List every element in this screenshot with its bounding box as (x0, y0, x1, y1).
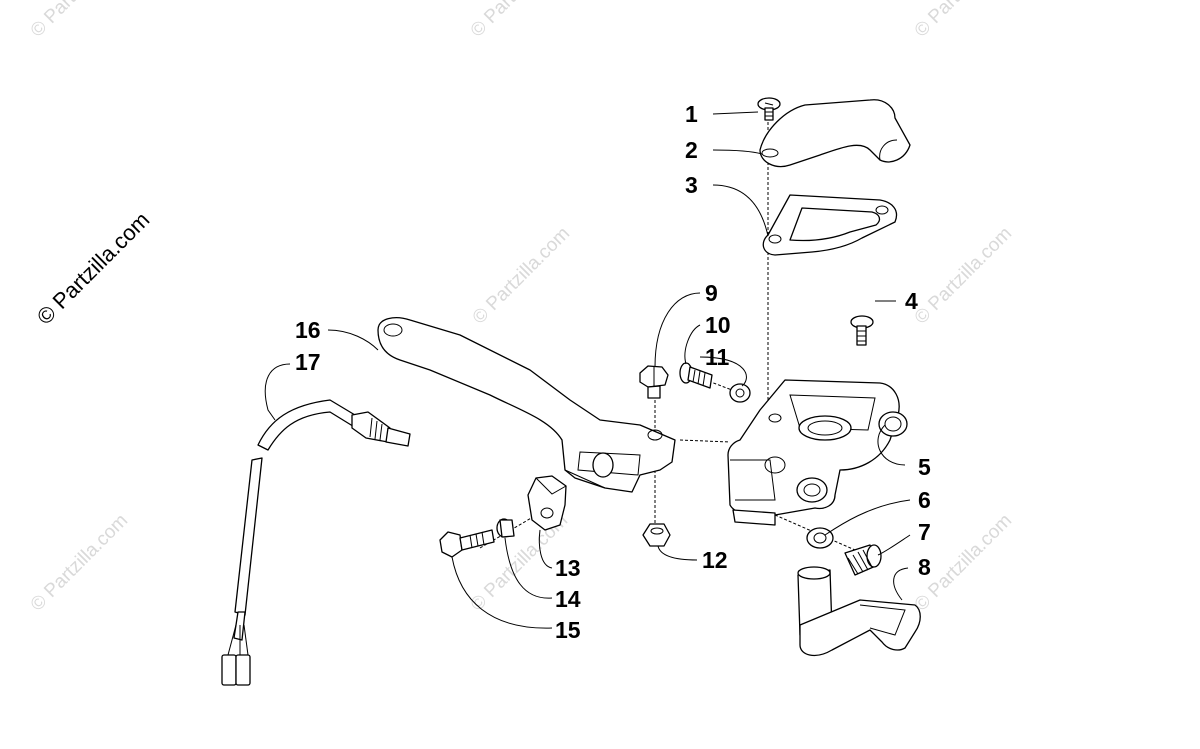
leader-lines (264, 111, 911, 629)
callout-labels: 1 2 3 4 5 6 7 8 9 10 11 12 13 14 15 16 1… (295, 101, 931, 643)
bolt-part-10 (679, 362, 713, 389)
callout-2: 2 (685, 137, 698, 163)
washer-part-14 (496, 518, 515, 538)
callout-17: 17 (295, 349, 321, 375)
callout-16: 16 (295, 317, 321, 343)
watermark-text: © Partzilla.com (27, 510, 132, 615)
pivot-bolt-part-9 (639, 365, 669, 399)
screw-part-1 (757, 97, 781, 121)
adjuster-screw-part-7 (844, 544, 882, 576)
bolt-part-15 (439, 529, 495, 558)
callout-9: 9 (705, 280, 718, 306)
callout-1: 1 (685, 101, 698, 127)
faint-watermarks: © Partzilla.com © Partzilla.com © Partzi… (27, 0, 1016, 616)
callout-5: 5 (918, 454, 931, 480)
screw-part-4 (850, 315, 874, 346)
nut-part-12 (642, 523, 671, 547)
partzilla-watermark: © Partzilla.com (32, 207, 155, 330)
callout-12: 12 (702, 547, 728, 573)
callout-13: 13 (555, 555, 581, 581)
callout-10: 10 (705, 312, 731, 338)
watermark-text: © Partzilla.com (911, 0, 1016, 42)
throttle-lever-part-8 (797, 566, 921, 657)
watermark-text: © Partzilla.com (27, 0, 132, 42)
clamp-part-13 (527, 475, 567, 531)
watermark-text: © Partzilla.com (911, 223, 1016, 328)
callout-14: 14 (555, 586, 581, 612)
master-cylinder-housing-part-5 (727, 379, 908, 526)
watermark-text: © Partzilla.com (469, 223, 574, 328)
brake-lever-part-16 (377, 317, 676, 493)
nut-part-11 (729, 383, 751, 403)
callout-7: 7 (918, 519, 931, 545)
callout-11: 11 (705, 344, 730, 370)
top-cover-part-2 (759, 99, 911, 168)
brake-switch-part-17 (221, 399, 411, 686)
gasket-part-3 (762, 194, 898, 256)
callout-8: 8 (918, 554, 931, 580)
watermark-text: © Partzilla.com (467, 0, 572, 42)
callout-4: 4 (905, 288, 918, 314)
callout-15: 15 (555, 617, 581, 643)
callout-6: 6 (918, 487, 931, 513)
nut-part-6 (806, 527, 834, 549)
callout-3: 3 (685, 172, 698, 198)
